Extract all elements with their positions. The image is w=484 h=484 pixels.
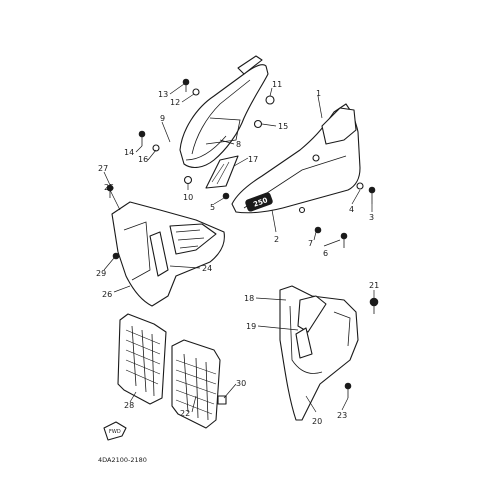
callout-13: 13 bbox=[158, 90, 168, 99]
fwd-arrow: FWD bbox=[103, 421, 127, 441]
callout-6: 6 bbox=[323, 249, 328, 258]
callout-7: 7 bbox=[308, 239, 313, 248]
washer-4[interactable] bbox=[356, 182, 364, 190]
callout-26: 26 bbox=[102, 290, 112, 299]
callout-28: 28 bbox=[124, 401, 134, 410]
bolt-5[interactable] bbox=[222, 192, 230, 200]
fwd-label: FWD bbox=[109, 429, 121, 435]
side-cover-emblem bbox=[205, 155, 239, 189]
washer-12[interactable] bbox=[192, 88, 200, 96]
callout-11: 11 bbox=[272, 80, 282, 89]
radiator-guard-left[interactable] bbox=[117, 313, 167, 405]
callout-5: 5 bbox=[210, 203, 215, 212]
callout-20: 20 bbox=[312, 417, 322, 426]
callout-14: 14 bbox=[124, 148, 134, 157]
bolt-29[interactable] bbox=[112, 252, 120, 260]
callout-18: 18 bbox=[244, 294, 254, 303]
diagram-code: 4DA2100-2180 bbox=[98, 456, 147, 464]
callout-16: 16 bbox=[138, 155, 148, 164]
callout-15: 15 bbox=[278, 122, 288, 131]
bolt-6[interactable] bbox=[340, 232, 348, 248]
callout-1: 1 bbox=[316, 89, 321, 98]
callout-23: 23 bbox=[337, 411, 347, 420]
nut-7[interactable] bbox=[314, 226, 322, 234]
callout-12: 12 bbox=[170, 98, 180, 107]
callout-17: 17 bbox=[248, 155, 258, 164]
callout-29: 29 bbox=[96, 269, 106, 278]
callout-10: 10 bbox=[183, 193, 193, 202]
callout-22: 22 bbox=[180, 409, 190, 418]
left-side-cover[interactable] bbox=[179, 55, 269, 169]
radiator-guard-right[interactable] bbox=[171, 339, 221, 429]
grommet-10[interactable] bbox=[183, 175, 193, 185]
right-side-cover[interactable]: 250 bbox=[231, 103, 361, 214]
leader-lines bbox=[103, 83, 375, 413]
callout-9: 9 bbox=[160, 114, 165, 123]
callout-21: 21 bbox=[369, 281, 379, 290]
callout-4: 4 bbox=[349, 205, 354, 214]
bolt-3[interactable] bbox=[368, 186, 376, 204]
callout-25: 25 bbox=[104, 183, 114, 192]
callout-27: 27 bbox=[98, 164, 108, 173]
bolt-23[interactable] bbox=[344, 382, 352, 398]
bolt-13[interactable] bbox=[182, 78, 190, 92]
bolt-14[interactable] bbox=[138, 130, 146, 146]
callout-8: 8 bbox=[236, 140, 241, 149]
callout-19: 19 bbox=[246, 322, 256, 331]
callout-30: 30 bbox=[236, 379, 246, 388]
callout-24: 24 bbox=[202, 264, 212, 273]
callout-labels: 1 2 3 4 5 6 7 8 9 10 11 12 13 14 15 16 1… bbox=[96, 80, 379, 426]
clip-30[interactable] bbox=[217, 395, 227, 405]
fasteners bbox=[106, 78, 379, 405]
left-radiator-shroud[interactable] bbox=[111, 201, 225, 307]
grommet-11[interactable] bbox=[265, 95, 275, 105]
callout-3: 3 bbox=[369, 213, 374, 222]
right-radiator-shroud[interactable] bbox=[279, 285, 359, 421]
bolt-21[interactable] bbox=[369, 297, 379, 314]
collar-15[interactable] bbox=[253, 119, 263, 129]
callout-2: 2 bbox=[274, 235, 279, 244]
washer-16[interactable] bbox=[152, 144, 160, 152]
